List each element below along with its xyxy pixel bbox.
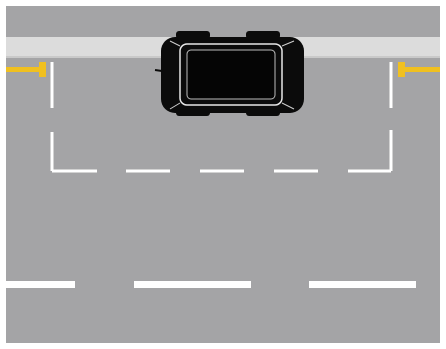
car-roof-inner bbox=[187, 50, 275, 99]
car bbox=[155, 31, 304, 116]
car-mirror bbox=[155, 70, 162, 71]
lane-divider bbox=[6, 281, 416, 288]
